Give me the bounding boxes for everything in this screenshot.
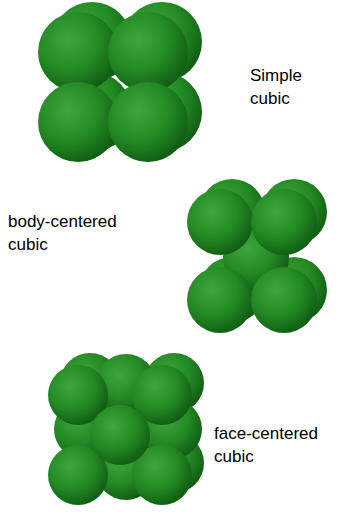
structure-label: body-centered cubic: [8, 210, 138, 256]
structure-label: face-centered cubic: [214, 422, 339, 468]
structure-label: Simple cubic: [250, 64, 340, 110]
face-centered-cubic-cluster: [48, 353, 204, 505]
simple-cubic-cluster: [38, 2, 202, 162]
body-centered-cubic-cluster: [187, 179, 327, 333]
